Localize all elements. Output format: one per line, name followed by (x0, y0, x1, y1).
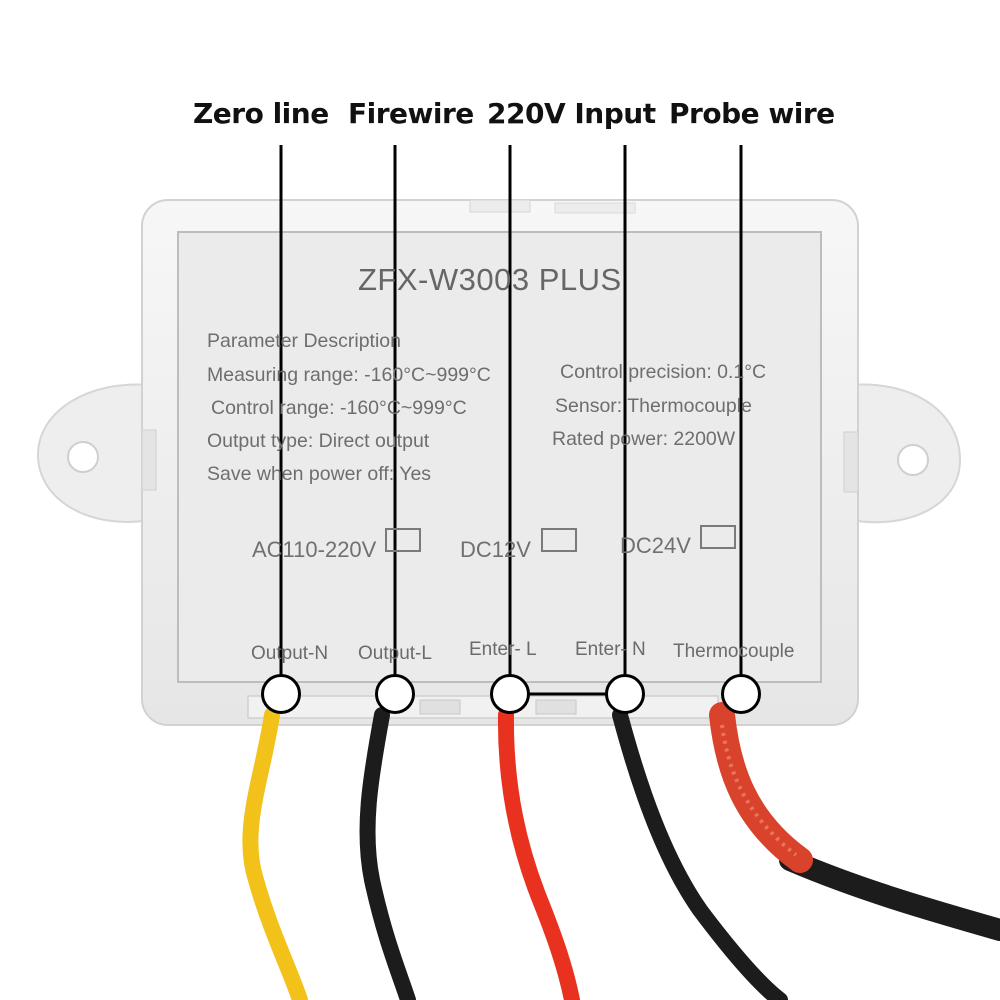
output-type: Output type: Direct output (207, 430, 430, 452)
voltage-checkbox-ac (385, 528, 421, 552)
left-mounting-hole (67, 441, 99, 473)
terminal-output-l: Output-L (358, 643, 432, 664)
control-precision: Control precision: 0.1°C (560, 361, 767, 383)
connector-enter-n (605, 674, 645, 714)
connector-output-n (261, 674, 301, 714)
control-range: Control range: -160°C~999°C (211, 397, 467, 419)
save-power-off: Save when power off: Yes (207, 463, 432, 485)
parameter-heading: Parameter Description (207, 330, 401, 352)
connector-thermocouple (721, 674, 761, 714)
voltage-option-dc12: DC12V (460, 537, 531, 562)
black-wire-output-l (359, 707, 416, 1000)
connector-output-l (375, 674, 415, 714)
probe-wire-black (779, 849, 1000, 941)
callout-probe-wire: Probe wire (669, 97, 835, 130)
black-wire-enter-n (612, 707, 788, 1000)
terminal-enter-n: Enter- N (575, 639, 646, 660)
sensor: Sensor: Thermocouple (555, 395, 752, 417)
yellow-wire (242, 707, 308, 1000)
right-mounting-hole (897, 444, 929, 476)
callout-firewire: Firewire (348, 97, 474, 130)
callout-zero-line: Zero line (193, 97, 329, 130)
label-panel (177, 231, 822, 683)
terminal-thermocouple: Thermocouple (673, 641, 795, 662)
probe-wire-sleeve (709, 702, 813, 873)
red-wire (497, 707, 580, 1000)
voltage-checkbox-dc24 (700, 525, 736, 549)
connector-enter-l (490, 674, 530, 714)
voltage-option-ac: AC110-220V (252, 537, 377, 562)
measuring-range: Measuring range: -160°C~999°C (207, 364, 491, 386)
callout-220v-input: 220V Input (487, 97, 656, 130)
terminal-enter-l: Enter- L (469, 639, 537, 660)
voltage-checkbox-dc12 (541, 528, 577, 552)
terminal-output-n: Output-N (251, 643, 329, 664)
model-title: ZFX-W3003 PLUS (358, 262, 622, 297)
rated-power: Rated power: 2200W (552, 428, 736, 450)
voltage-option-dc24: DC24V (620, 533, 691, 558)
